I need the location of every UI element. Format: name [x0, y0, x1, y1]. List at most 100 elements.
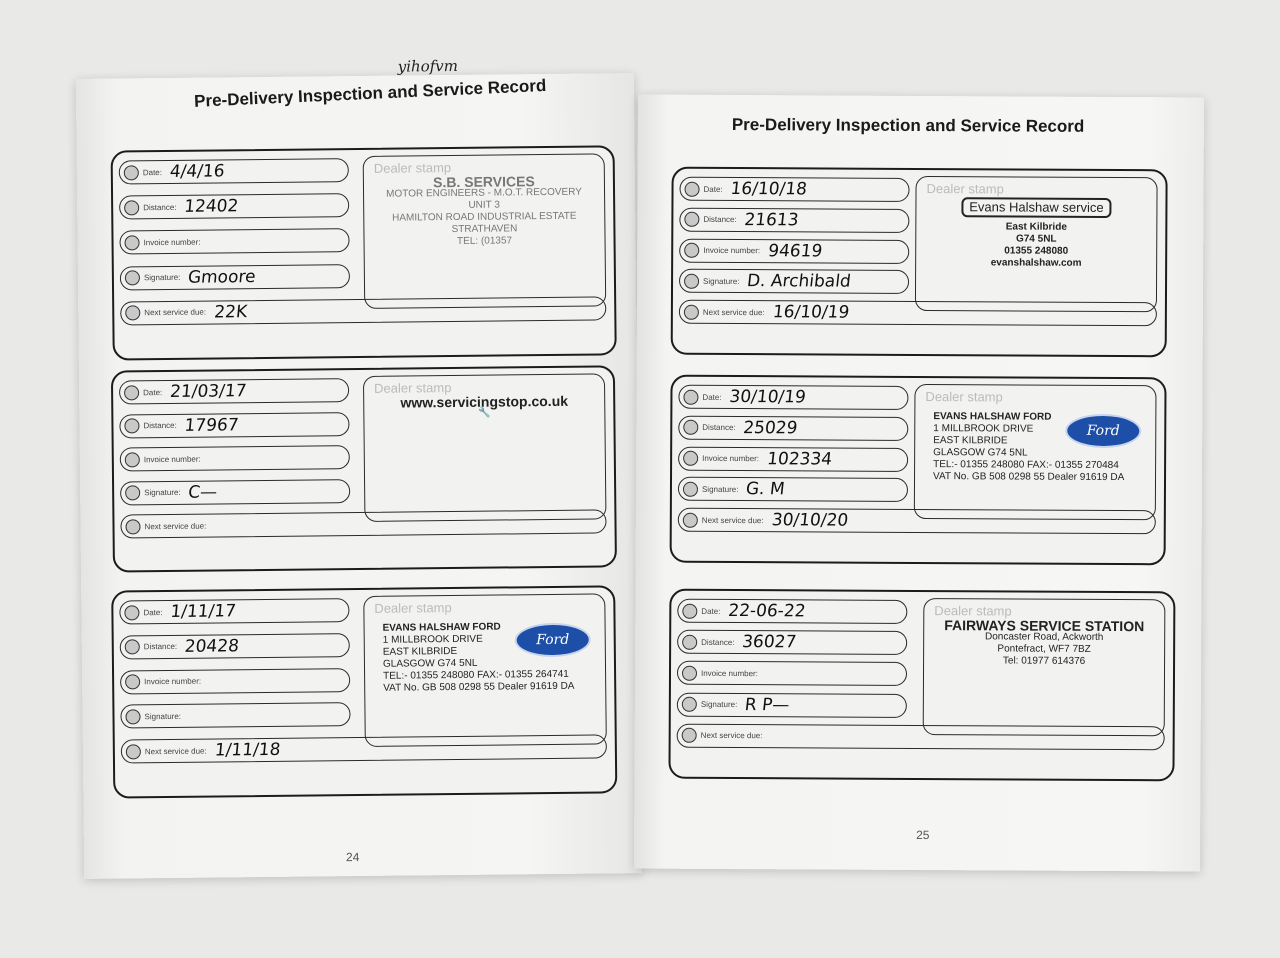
stamp-line: VAT No. GB 508 0298 55 Dealer 91619 DA	[933, 471, 1125, 484]
radio-circle-icon[interactable]	[124, 199, 140, 216]
radio-circle-icon[interactable]	[683, 304, 699, 320]
stamp-line: VAT No. GB 508 0298 55 Dealer 91619 DA	[383, 680, 575, 694]
field-signature[interactable]: Signature:C—	[120, 478, 351, 506]
radio-circle-icon[interactable]	[684, 242, 700, 258]
field-label: Date:	[143, 387, 163, 397]
field-signature[interactable]: Signature:Gmoore	[119, 263, 351, 291]
radio-circle-icon[interactable]	[124, 639, 140, 655]
radio-circle-icon[interactable]	[681, 696, 697, 712]
field-value-next: 1/11/18	[213, 740, 282, 761]
field-label: Next service due:	[701, 515, 764, 525]
radio-circle-icon[interactable]	[683, 450, 699, 466]
radio-circle-icon[interactable]	[684, 273, 700, 289]
field-label: Signature:	[703, 276, 740, 286]
radio-circle-icon[interactable]	[683, 420, 699, 436]
dealer-stamp-label: Dealer stamp	[374, 600, 452, 616]
field-value-date: 4/4/16	[168, 161, 226, 182]
field-label: Distance:	[143, 420, 177, 431]
field-label: Date:	[703, 184, 723, 194]
radio-circle-icon[interactable]	[125, 485, 141, 501]
field-invoice[interactable]: Invoice number:	[119, 445, 350, 472]
stamp-line: evanshalshaw.com	[990, 257, 1082, 269]
radio-circle-icon[interactable]	[125, 305, 141, 321]
radio-circle-icon[interactable]	[683, 389, 699, 405]
radio-circle-icon[interactable]	[682, 634, 698, 650]
field-value-date: 30/10/19	[728, 387, 808, 408]
field-date[interactable]: Date:16/10/18	[679, 176, 910, 202]
field-distance[interactable]: Distance:36027	[677, 629, 908, 656]
field-date[interactable]: Date:4/4/16	[118, 158, 349, 185]
field-value-next: 16/10/19	[771, 302, 851, 323]
field-value-signature: R P—	[744, 694, 791, 715]
field-value-signature: G. M	[745, 479, 787, 500]
radio-circle-icon[interactable]	[684, 181, 700, 197]
radio-circle-icon[interactable]	[684, 212, 700, 228]
field-invoice[interactable]: Invoice number:	[119, 228, 350, 255]
page-title: Pre-Delivery Inspection and Service Reco…	[193, 75, 547, 111]
field-label: Next service due:	[700, 731, 763, 741]
field-label: Invoice number:	[144, 676, 202, 687]
handwritten-annotation: yihofvm	[397, 56, 459, 76]
field-label: Date:	[701, 606, 721, 616]
field-invoice[interactable]: Invoice number:94619	[679, 238, 910, 264]
field-label: Distance:	[143, 642, 178, 652]
field-invoice[interactable]: Invoice number:	[120, 667, 351, 695]
radio-circle-icon[interactable]	[125, 743, 141, 760]
field-distance[interactable]: Distance:25029	[678, 415, 909, 441]
radio-circle-icon[interactable]	[681, 728, 697, 744]
field-signature[interactable]: Signature:D. Archibald	[678, 269, 910, 295]
field-label: Distance:	[143, 202, 177, 212]
field-label: Next service due:	[702, 307, 765, 317]
field-date[interactable]: Date:22-06-22	[677, 598, 908, 624]
radio-circle-icon[interactable]	[124, 270, 140, 286]
field-distance[interactable]: Distance: 17967	[119, 411, 350, 439]
field-date[interactable]: Date:1/11/17	[119, 598, 350, 625]
field-signature[interactable]: Signature:	[120, 702, 351, 729]
radio-circle-icon[interactable]	[682, 481, 699, 497]
field-value-next: 30/10/20	[770, 510, 850, 531]
radio-circle-icon[interactable]	[124, 451, 140, 468]
radio-circle-icon[interactable]	[125, 519, 141, 535]
field-value-distance: 17967	[183, 414, 240, 436]
field-distance[interactable]: Distance: 21613	[679, 207, 910, 233]
field-label: Distance:	[703, 215, 737, 225]
field-value-date: 1/11/17	[169, 601, 238, 622]
field-value-signature: Gmoore	[187, 266, 257, 288]
field-label: Next service due:	[144, 307, 207, 318]
stamp-text: www.servicingstop.co.uk🔧	[364, 393, 604, 421]
field-value-distance: 20428	[184, 636, 241, 657]
field-invoice[interactable]: Invoice number:	[676, 661, 908, 687]
radio-circle-icon[interactable]	[124, 604, 140, 620]
field-date[interactable]: Date: 21/03/17	[118, 378, 350, 405]
radio-circle-icon[interactable]	[124, 418, 140, 434]
ford-logo: Ford	[1065, 413, 1142, 449]
radio-circle-icon[interactable]	[124, 384, 140, 400]
radio-circle-icon[interactable]	[681, 665, 698, 681]
radio-circle-icon[interactable]	[682, 603, 698, 619]
radio-circle-icon[interactable]	[124, 235, 140, 251]
field-value-date: 21/03/17	[169, 381, 248, 402]
field-label: Next service due:	[144, 521, 207, 532]
dealer-stamp-label: Dealer stamp	[925, 389, 1003, 405]
page-24: yihofvm Pre-Delivery Inspection and Serv…	[75, 57, 643, 879]
field-label: Distance:	[701, 637, 735, 647]
field-value-distance: 21613	[743, 209, 800, 231]
radio-circle-icon[interactable]	[123, 164, 139, 180]
stamp-line: FAIRWAYS SERVICE STATION	[944, 617, 1145, 635]
radio-circle-icon[interactable]	[125, 709, 141, 725]
field-distance[interactable]: Distance: 20428	[119, 632, 350, 660]
stamp-line: TEL: (01357	[456, 235, 513, 247]
field-invoice[interactable]: Invoice number:102334	[678, 446, 909, 472]
radio-circle-icon[interactable]	[682, 512, 698, 528]
field-signature[interactable]: Signature:G. M	[677, 477, 909, 503]
field-label: Next service due:	[144, 746, 207, 756]
field-signature[interactable]: Signature:R P—	[676, 692, 907, 718]
radio-circle-icon[interactable]	[125, 674, 141, 690]
field-date[interactable]: Date:30/10/19	[678, 384, 909, 410]
field-distance[interactable]: Distance:12402	[119, 193, 350, 220]
